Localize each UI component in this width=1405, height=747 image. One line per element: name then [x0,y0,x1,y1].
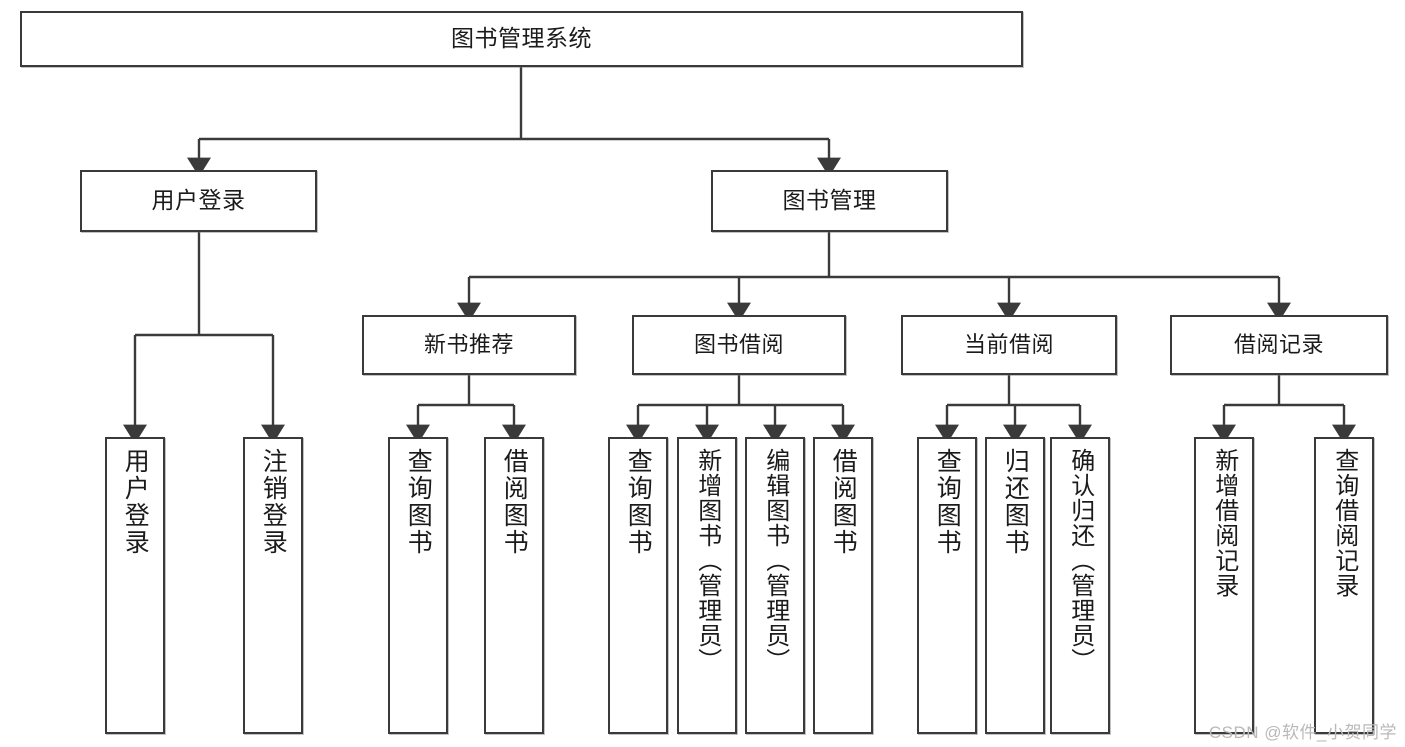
node-label: 查询图书 [933,448,962,556]
leaf-borrow-edit-book[interactable]: 编辑图书（管理员） [745,437,805,734]
node-label: 借阅图书 [500,448,529,556]
leaf-borrow-query-book[interactable]: 查询图书 [608,437,668,734]
node-label: 用户登录 [121,448,150,556]
node-label: 新增图书（管理员） [693,448,721,673]
node-label: 新书推荐 [423,332,514,358]
node-label: 查询图书 [404,448,433,556]
node-new-book-recommendation[interactable]: 新书推荐 [362,315,576,375]
leaf-borrow-book[interactable]: 借阅图书 [813,437,873,734]
leaf-borrow-add-book[interactable]: 新增图书（管理员） [677,437,737,734]
leaf-rec-query-book[interactable]: 查询图书 [388,437,448,734]
leaf-user-logout[interactable]: 注销登录 [243,437,303,734]
node-user-login[interactable]: 用户登录 [80,170,317,232]
node-book-borrowing[interactable]: 图书借阅 [632,315,846,375]
leaf-rec-borrow-book[interactable]: 借阅图书 [484,437,544,734]
node-book-management[interactable]: 图书管理 [711,170,948,232]
node-label: 新增借阅记录 [1210,448,1238,598]
node-label: 编辑图书（管理员） [761,448,789,673]
leaf-current-query-book[interactable]: 查询图书 [917,437,977,734]
csdn-watermark: CSDN @软件_小贺同学 [1208,723,1397,742]
leaf-confirm-return[interactable]: 确认归还（管理员） [1050,437,1110,734]
node-borrowing-record[interactable]: 借阅记录 [1170,315,1388,375]
node-book-management-system[interactable]: 图书管理系统 [20,11,1023,67]
leaf-query-borrow-record[interactable]: 查询借阅记录 [1314,437,1374,734]
leaf-user-login[interactable]: 用户登录 [105,437,165,734]
node-label: 图书借阅 [693,332,784,358]
node-label: 注销登录 [259,448,288,556]
node-label: 借阅记录 [1233,332,1324,358]
leaf-return-book[interactable]: 归还图书 [985,437,1045,734]
node-label: 用户登录 [151,187,246,214]
node-label: 图书管理系统 [451,25,592,52]
node-label: 查询图书 [624,448,653,556]
node-label: 借阅图书 [829,448,858,556]
leaf-add-borrow-record[interactable]: 新增借阅记录 [1194,437,1254,734]
node-label: 归还图书 [1001,448,1030,556]
node-current-borrowing[interactable]: 当前借阅 [901,315,1117,375]
node-label: 当前借阅 [963,332,1054,358]
node-label: 查询借阅记录 [1330,448,1358,598]
node-label: 图书管理 [782,187,877,214]
node-label: 确认归还（管理员） [1066,448,1094,673]
